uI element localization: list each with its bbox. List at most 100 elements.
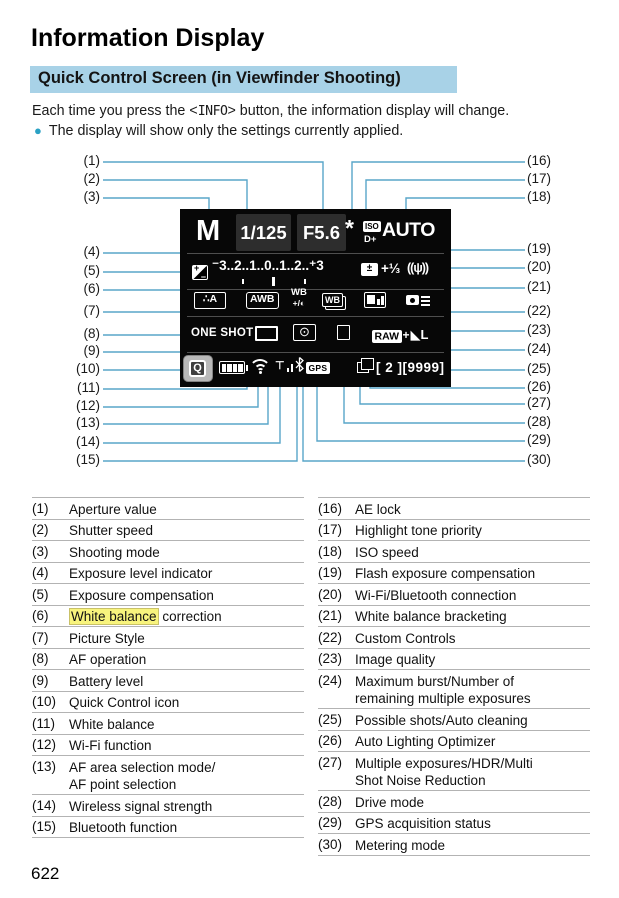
wifi-function-icon	[249, 358, 271, 374]
ae-lock-icon: *	[345, 215, 354, 241]
legend-item-label: Exposure level indicator	[69, 566, 213, 581]
callout-label: (1)	[83, 153, 101, 168]
aperture-value: F5.6	[297, 214, 346, 251]
image-quality-value: RAW+◣L	[372, 326, 428, 344]
camera-icon	[406, 295, 419, 305]
legend-item-number: (2)	[32, 522, 49, 537]
legend-column-right: (16)AE lock(17)Highlight tone priority(1…	[318, 497, 590, 856]
legend-item-number: (3)	[32, 543, 49, 559]
section-heading: Quick Control Screen (in Viewfinder Shoo…	[30, 66, 457, 93]
callout-line	[351, 161, 525, 220]
callout-label: (15)	[75, 452, 100, 467]
legend-row: (12)Wi-Fi function	[32, 735, 304, 756]
quick-control-icon: Q	[183, 355, 213, 382]
shots-counter-value: [ 2 ][9999]	[376, 360, 445, 375]
legend-item-label: Bluetooth function	[69, 820, 178, 835]
callout-label: (17)	[527, 171, 552, 186]
flash-exposure-compensation-value: +⅓	[381, 261, 401, 276]
legend-item-number: (1)	[32, 500, 49, 516]
legend-row: (30) Metering mode	[318, 834, 590, 856]
lcd-divider	[187, 253, 444, 254]
legend-row: (5)Exposure compensation	[32, 584, 304, 606]
section-heading-label: Quick Control Screen (in Viewfinder Shoo…	[38, 69, 401, 87]
legend-item-label: AE lock	[355, 501, 401, 517]
legend-row: (1) Aperture value	[32, 498, 304, 520]
page-number: 622	[31, 864, 60, 883]
legend-row: (17) Highlight tone priority	[318, 520, 590, 541]
callout-label: (27)	[527, 395, 552, 410]
legend-row: (22)Custom Controls	[318, 627, 590, 649]
legend-item-label: AF area selection mode/AF point selectio…	[69, 759, 216, 792]
shutter-speed-value: 1/125	[236, 214, 291, 251]
legend-item-number: (17)	[318, 522, 343, 537]
legend-item-label: White balance bracketing	[355, 609, 507, 624]
lcd-screen: M 1/125 F5.6 * ISO D+ AUTO + − ⁻3..2..1.…	[180, 209, 451, 387]
callout-label: (6)	[83, 281, 101, 296]
legend-item-label: Flash exposure compensation	[355, 566, 536, 581]
legend-item-label: Custom Controls	[355, 630, 456, 646]
legend-row: (13) AF area selection mode/AF point sele…	[32, 756, 304, 795]
legend-item-label: Aperture value	[69, 501, 157, 517]
callout-label: (5)	[83, 263, 101, 278]
legend-item-number: (5)	[32, 586, 49, 602]
legend-item-label: Image quality	[355, 652, 436, 667]
legend-item-number: (13)	[32, 758, 57, 774]
callout-label: (29)	[527, 432, 552, 447]
legend-row: (4)Exposure level indicator	[32, 563, 304, 584]
legend-item-label: GPS acquisition status	[355, 816, 491, 831]
intro-bullet-item: ●The display will show only the settings…	[34, 123, 404, 139]
search-highlight: White balance	[69, 608, 159, 625]
legend-item-label: Wireless signal strength	[69, 798, 213, 814]
legend-item-label: Shutter speed	[69, 523, 154, 538]
legend-item-number: (15)	[32, 819, 57, 834]
legend-row: (3)Shooting mode	[32, 541, 304, 563]
legend-row: (29) GPS acquisition status	[318, 813, 590, 834]
callout-label: (30)	[527, 452, 552, 467]
wireless-signal-strength-icon: ⊤	[275, 358, 295, 374]
callout-label: (13)	[75, 415, 100, 430]
gps-status-icon: GPS	[306, 362, 330, 374]
picture-style-icon: ∴A	[194, 292, 226, 309]
callout-label: (19)	[527, 241, 552, 256]
page-title: Information Display	[31, 24, 265, 52]
legend-item-number: (21)	[318, 608, 343, 623]
scale-tick	[304, 279, 306, 284]
legend-item-label: Metering mode	[355, 837, 446, 853]
highlight-tone-priority-icon: D+	[364, 234, 377, 245]
legend-item-label: White balance correction	[69, 608, 222, 625]
iso-icon: ISO	[363, 221, 381, 232]
callout-label: (21)	[527, 279, 552, 294]
battery-level-icon	[219, 361, 248, 374]
fine-quality-icon: ◣	[410, 327, 421, 342]
legend-row: (23)Image quality	[318, 649, 590, 670]
exposure-level-indicator: ⁻3..2..1..0..1..2..⁺3	[212, 258, 324, 273]
legend-item-number: (6)	[32, 608, 49, 623]
legend-row: (19)Flash exposure compensation	[318, 563, 590, 584]
legend-row: (26)Auto Lighting Optimizer	[318, 731, 590, 752]
metering-mode-icon: ⊙	[293, 324, 316, 341]
callout-line	[103, 179, 248, 209]
callout-label: (12)	[75, 398, 100, 413]
callout-label: (16)	[527, 153, 552, 168]
legend-row: (15) Bluetooth function	[32, 817, 304, 838]
legend-item-number: (8)	[32, 651, 49, 666]
legend-item-number: (26)	[318, 733, 343, 748]
white-balance-bracketing-icon: WB	[322, 293, 343, 307]
auto-lighting-optimizer-icon	[364, 292, 386, 308]
flash-exposure-compensation-icon: ±	[361, 263, 378, 276]
legend-item-label: Highlight tone priority	[355, 523, 482, 538]
callout-label: (14)	[75, 434, 100, 449]
legend-item-number: (29)	[318, 815, 343, 830]
legend-row: (11)White balance	[32, 713, 304, 735]
bluetooth-icon	[295, 357, 304, 372]
legend-item-label: AF operation	[69, 652, 147, 667]
legend-item-number: (30)	[318, 836, 343, 852]
callout-label: (24)	[527, 341, 552, 356]
legend-row: (28)Drive mode	[318, 791, 590, 813]
iso-speed-value: AUTO	[382, 219, 435, 241]
callout-label: (26)	[527, 379, 552, 394]
callout-line	[103, 380, 298, 462]
legend-row: (25)Possible shots/Auto cleaning	[318, 709, 590, 731]
legend-item-label: Quick Control icon	[69, 695, 180, 710]
